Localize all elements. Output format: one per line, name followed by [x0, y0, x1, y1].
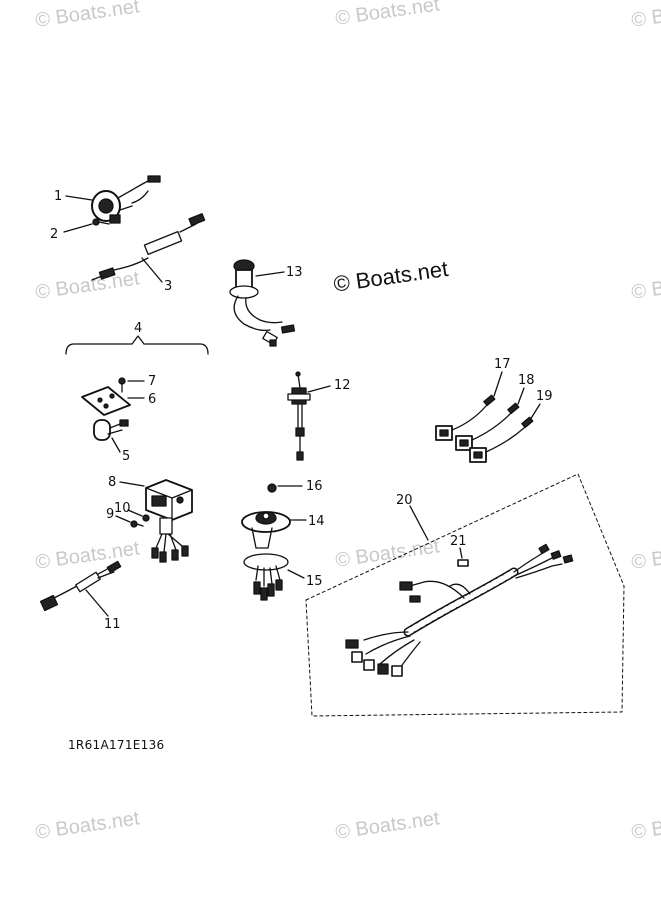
callout-4: 4	[134, 321, 142, 336]
leader-2	[63, 223, 93, 233]
callout-3: 3	[164, 279, 172, 294]
leader-9	[115, 515, 131, 523]
part-10-washer[interactable]	[142, 514, 150, 522]
callout-7: 7	[148, 374, 156, 389]
part-9-screw[interactable]	[130, 520, 144, 528]
callout-8: 8	[108, 475, 116, 490]
part-12-toggle-switch[interactable]	[287, 371, 311, 461]
leader-17	[493, 371, 503, 397]
callout-5: 5	[122, 449, 130, 464]
leader-5	[111, 437, 121, 453]
part-17-lead[interactable]	[435, 394, 496, 441]
callout-18: 18	[518, 373, 535, 388]
leader-10	[127, 509, 143, 517]
part-19-lead[interactable]	[469, 416, 534, 463]
callout-12: 12	[334, 378, 351, 393]
part-2-screw[interactable]	[92, 218, 110, 226]
callout-9: 9	[106, 507, 114, 522]
callout-14: 14	[308, 514, 325, 529]
callout-6: 6	[148, 392, 156, 407]
part-5-socket[interactable]	[93, 419, 129, 441]
part-11-harness[interactable]	[39, 560, 122, 612]
leader-18	[517, 387, 525, 405]
part-15-mount[interactable]	[243, 553, 289, 601]
callout-17: 17	[494, 357, 511, 372]
part-8-switch-box[interactable]	[145, 479, 193, 563]
leader-15	[287, 569, 305, 579]
part-20-main-harness[interactable]	[345, 543, 574, 677]
leader-12	[307, 385, 331, 393]
leader-1	[65, 195, 93, 201]
part-13-key-switch[interactable]	[229, 259, 296, 347]
leader-20	[409, 505, 429, 541]
part-3-wire-lead[interactable]	[91, 213, 206, 281]
callout-11: 11	[104, 617, 121, 632]
leader-11	[85, 589, 109, 617]
callout-21: 21	[450, 534, 467, 549]
callout-10: 10	[114, 501, 131, 516]
callout-20: 20	[396, 493, 413, 508]
leader-13	[255, 271, 285, 277]
callout-16: 16	[306, 479, 323, 494]
leader-8	[119, 481, 145, 487]
diagram-code: 1R61A171E136	[68, 738, 165, 752]
leader-21	[459, 547, 463, 559]
part-16-nut[interactable]	[267, 483, 277, 493]
part-6-plate[interactable]	[81, 386, 131, 416]
callout-19: 19	[536, 389, 553, 404]
leader-19	[529, 403, 541, 421]
part-1-buzzer[interactable]	[91, 175, 161, 224]
callout-13: 13	[286, 265, 303, 280]
callout-2: 2	[50, 227, 58, 242]
part-21-fuse[interactable]	[457, 559, 469, 567]
callout-1: 1	[54, 189, 62, 204]
part-20-outline	[305, 473, 625, 717]
leader-3	[141, 257, 163, 283]
part-18-lead[interactable]	[455, 402, 520, 451]
part-14-meter[interactable]	[241, 511, 291, 549]
bracket-4	[65, 335, 209, 355]
callout-15: 15	[306, 574, 323, 589]
part-7-screw[interactable]	[118, 377, 126, 393]
